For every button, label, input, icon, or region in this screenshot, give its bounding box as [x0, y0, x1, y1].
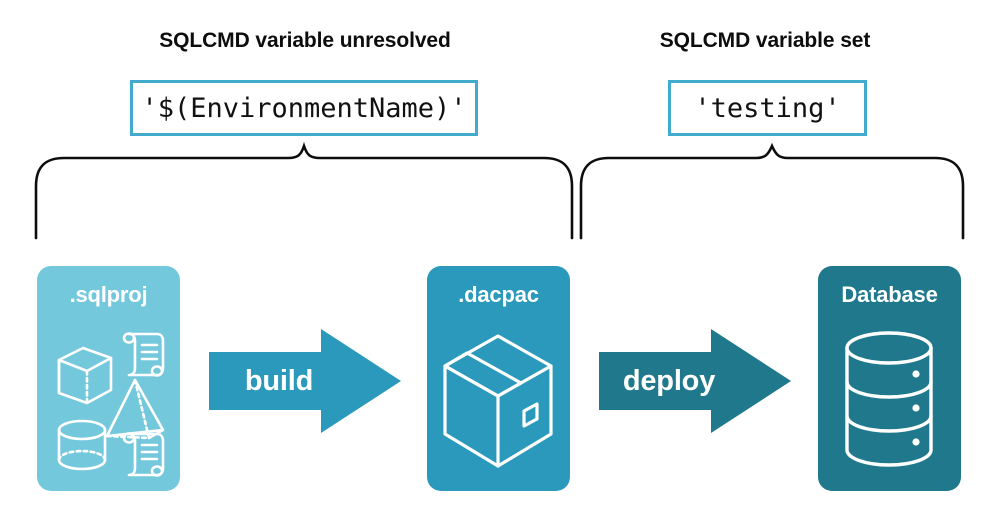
annotation-heading-set: SQLCMD variable set [659, 29, 871, 52]
annotation-heading-unresolved: SQLCMD variable unresolved [159, 29, 451, 52]
brace-sqlproj-to-dacpac [34, 141, 574, 240]
arrow-deploy-shape [599, 329, 791, 433]
pyramid-icon [105, 378, 165, 440]
project-artifacts-icon [57, 332, 165, 477]
stage-database-label: Database [841, 282, 938, 307]
cylinder-icon [57, 419, 107, 471]
sqlcmd-variable-unresolved-value-box: '$(EnvironmentName)' [130, 80, 478, 136]
stage-sqlproj-label: .sqlproj [69, 282, 148, 307]
brace-dacpac-to-database [579, 142, 965, 240]
script-scroll-icon [122, 332, 165, 377]
script-scroll-icon [122, 432, 165, 477]
arrow-deploy: deploy [599, 329, 791, 433]
stage-database: Database [818, 266, 961, 491]
arrow-build: build [209, 329, 401, 433]
database-cylinder-icon [845, 331, 933, 467]
stage-sqlproj: .sqlproj [37, 266, 180, 491]
stage-dacpac: .dacpac [427, 266, 570, 491]
cube-icon [57, 346, 113, 405]
stage-dacpac-label: .dacpac [458, 282, 539, 307]
arrow-build-shape [209, 329, 401, 433]
sqlcmd-variable-set-value-box: 'testing' [668, 80, 867, 136]
package-box-icon [443, 334, 553, 468]
